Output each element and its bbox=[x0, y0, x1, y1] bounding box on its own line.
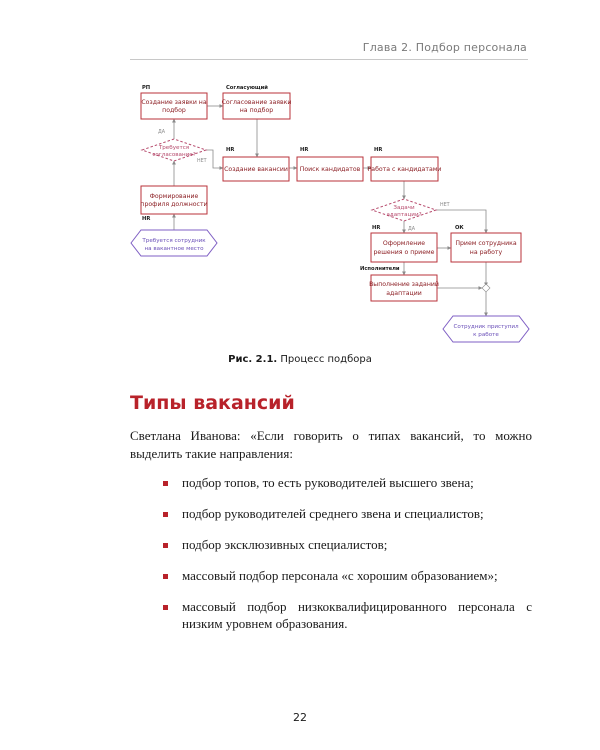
event-end-line2: к работе bbox=[473, 332, 499, 338]
edge-decision-no-to-vacancy bbox=[206, 149, 224, 170]
node-hire-decision-line1: Оформление bbox=[383, 240, 425, 247]
figure-caption-label: Рис. 2.1. bbox=[228, 354, 278, 365]
branch-label-yes-approval: ДА bbox=[158, 129, 166, 135]
section-title: Типы вакансий bbox=[130, 392, 295, 414]
intro-paragraph: Светлана Иванова: «Если говорить о типах… bbox=[130, 428, 532, 461]
node-hire-employee-line2: на работу bbox=[470, 248, 503, 256]
node-work-candidates-line1: Работа с кандидатами bbox=[368, 165, 442, 173]
node-work-candidates: Работа с кандидатами bbox=[368, 156, 442, 182]
role-label-hr-search: HR bbox=[300, 147, 308, 153]
node-create-vacancy: Создание вакансии bbox=[222, 156, 290, 182]
list-item: подбор эксклюзивных специалистов; bbox=[163, 536, 532, 553]
role-label-hr-vacancy: HR bbox=[226, 147, 234, 153]
node-adaptation-tasks-line2: адаптации bbox=[386, 290, 422, 297]
decision-need-approval-line2: согласование? bbox=[152, 152, 195, 158]
role-label-hr-work: HR bbox=[374, 147, 382, 153]
event-start-line1: Требуется сотрудник bbox=[141, 238, 206, 244]
node-adaptation-tasks: Выполнение заданий адаптации bbox=[369, 274, 439, 302]
decision-need-approval: Требуется согласование? bbox=[140, 138, 208, 162]
list-item: массовый подбор низкоквалифицированного … bbox=[163, 598, 532, 632]
node-approve-request: Согласование заявки на подбор bbox=[222, 92, 292, 120]
node-approve-request-line1: Согласование заявки bbox=[222, 99, 292, 106]
decision-adaptation-tasks-line2: адаптации? bbox=[386, 212, 421, 218]
node-create-request: Создание заявки на подбор bbox=[140, 92, 208, 120]
node-adaptation-tasks-line1: Выполнение заданий bbox=[369, 280, 439, 288]
decision-adaptation-tasks: Задачи адаптации? bbox=[370, 198, 438, 222]
role-label-approver: Согласующий bbox=[226, 84, 268, 91]
list-item: массовый подбор персонала «с хорошим обр… bbox=[163, 567, 532, 584]
figure-caption: Рис. 2.1. Процесс подбора bbox=[0, 354, 600, 365]
branch-label-yes-adaptation: ДА bbox=[408, 226, 416, 232]
node-create-vacancy-line1: Создание вакансии bbox=[224, 166, 288, 173]
decision-need-approval-line1: Требуется bbox=[158, 145, 189, 151]
vacancy-types-list: подбор топов, то есть руководителей высш… bbox=[163, 474, 532, 646]
decision-adaptation-tasks-line1: Задачи bbox=[393, 205, 415, 211]
node-form-profile: Формирование профиля должности bbox=[140, 185, 208, 215]
node-approve-request-line2: на подбор bbox=[240, 106, 274, 114]
list-item: подбор топов, то есть руководителей высш… bbox=[163, 474, 532, 491]
header-rule bbox=[130, 59, 528, 60]
node-form-profile-line2: профиля должности bbox=[140, 201, 207, 208]
figure-caption-text: Процесс подбора bbox=[277, 354, 372, 365]
branch-label-no-approval: НЕТ bbox=[197, 158, 207, 164]
event-end-line1: Сотрудник приступил bbox=[453, 324, 519, 330]
merge-gateway bbox=[481, 283, 491, 293]
node-hire-decision-line2: решения о приеме bbox=[374, 249, 435, 256]
node-hire-employee: Прием сотрудника на работу bbox=[450, 232, 522, 263]
event-start-line2: на вакантное место bbox=[144, 246, 204, 252]
list-item: подбор руководителей среднего звена и сп… bbox=[163, 505, 532, 522]
process-flowchart: РП Согласующий HR HR HR HR HR ОК Исполни… bbox=[130, 84, 530, 343]
node-create-request-line1: Создание заявки на bbox=[141, 99, 207, 106]
role-label-hr-profile: HR bbox=[142, 216, 150, 222]
node-form-profile-line1: Формирование bbox=[150, 193, 199, 200]
flow-edges bbox=[172, 104, 488, 317]
role-label-hr-decision: HR bbox=[372, 225, 380, 231]
page-number: 22 bbox=[293, 711, 307, 724]
node-search-candidates-line1: Поиск кандидатов bbox=[300, 166, 361, 173]
role-label-ok: ОК bbox=[455, 225, 464, 231]
event-start: Требуется сотрудник на вакантное место bbox=[130, 229, 218, 257]
role-label-rp: РП bbox=[142, 85, 150, 91]
edge-decision2-no-to-hire bbox=[436, 209, 488, 234]
event-end: Сотрудник приступил к работе bbox=[442, 315, 530, 343]
node-search-candidates: Поиск кандидатов bbox=[296, 156, 364, 182]
branch-label-no-adaptation: НЕТ bbox=[440, 202, 450, 208]
running-head: Глава 2. Подбор персонала bbox=[362, 41, 527, 54]
node-create-request-line2: подбор bbox=[162, 106, 186, 114]
node-hire-decision: Оформление решения о приеме bbox=[370, 232, 438, 263]
node-hire-employee-line1: Прием сотрудника bbox=[455, 240, 517, 247]
role-label-executors: Исполнители bbox=[360, 266, 400, 272]
